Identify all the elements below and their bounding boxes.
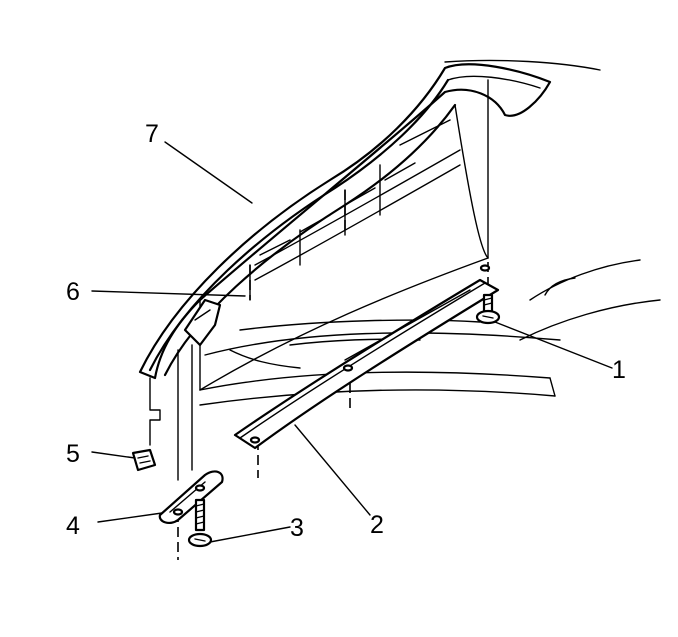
clip-nut bbox=[131, 448, 157, 472]
bolt-upper bbox=[475, 293, 501, 325]
callouts: 1 2 3 4 5 6 7 bbox=[66, 120, 626, 542]
seal-strip bbox=[233, 264, 500, 450]
callout-5: 5 bbox=[66, 440, 80, 468]
callout-6: 6 bbox=[66, 278, 80, 306]
spoiler bbox=[138, 63, 552, 391]
callout-7: 7 bbox=[145, 120, 159, 148]
bolt-lower bbox=[187, 498, 213, 548]
callout-2: 2 bbox=[370, 511, 384, 539]
leader-lines bbox=[91, 141, 613, 543]
callout-3: 3 bbox=[290, 514, 304, 542]
end-cap bbox=[158, 470, 224, 524]
callout-4: 4 bbox=[66, 512, 80, 540]
callout-1: 1 bbox=[612, 356, 626, 384]
alignment-lines bbox=[149, 79, 489, 560]
